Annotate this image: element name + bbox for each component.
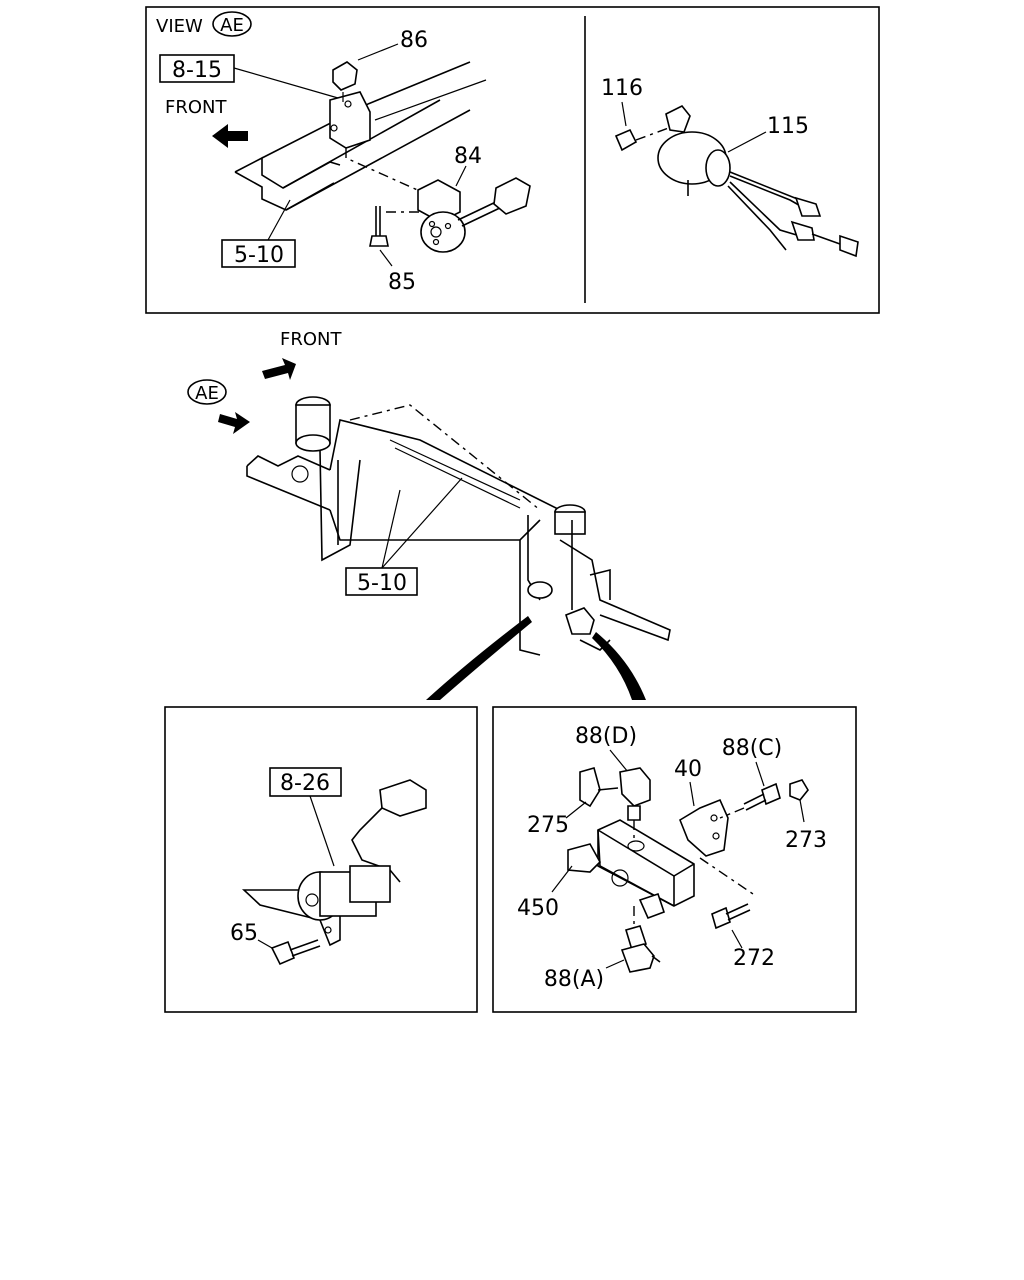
main-view-ref: AE — [195, 383, 219, 404]
callout-275: 88(C) — [722, 736, 783, 761]
ref-box-5-10-main: 5-10 — [357, 571, 407, 596]
callout-88c: 275 — [527, 813, 569, 838]
detail-right-panel: 88(D) 275 40 88(C) 273 — [492, 706, 857, 1013]
callout-88a: 88(A) — [544, 967, 604, 992]
callout-86: 86 — [400, 28, 428, 53]
view-ref: AE — [220, 15, 244, 36]
callout-40: 40 — [674, 757, 702, 782]
ref-box-8-26: 8-26 — [280, 771, 330, 796]
front-label: FRONT — [165, 97, 227, 118]
callout-116: 116 — [601, 76, 643, 101]
callout-65: 65 — [230, 921, 258, 946]
main-view: FRONT AE 5-10 — [187, 329, 671, 700]
callout-273: 273 — [785, 828, 827, 853]
view-label: VIEW — [156, 16, 203, 37]
front-arrow-icon — [262, 358, 296, 380]
callout-115: 115 — [767, 114, 809, 139]
callout-272: 272 — [733, 946, 775, 971]
callout-84: 84 — [454, 144, 482, 169]
view-arrow-icon — [218, 412, 250, 434]
callout-85: 85 — [388, 270, 416, 295]
front-arrow-icon — [212, 124, 248, 148]
ref-box-5-10-top: 5-10 — [234, 243, 284, 268]
main-front-label: FRONT — [280, 329, 342, 350]
view-panel: VIEW AE 8-15 FRONT 5-10 86 — [145, 6, 880, 314]
detail-left-panel: 8-26 65 — [164, 706, 478, 1013]
callout-88d: 88(D) — [575, 724, 637, 749]
callout-450: 450 — [517, 896, 559, 921]
ref-box-8-15: 8-15 — [172, 58, 222, 83]
